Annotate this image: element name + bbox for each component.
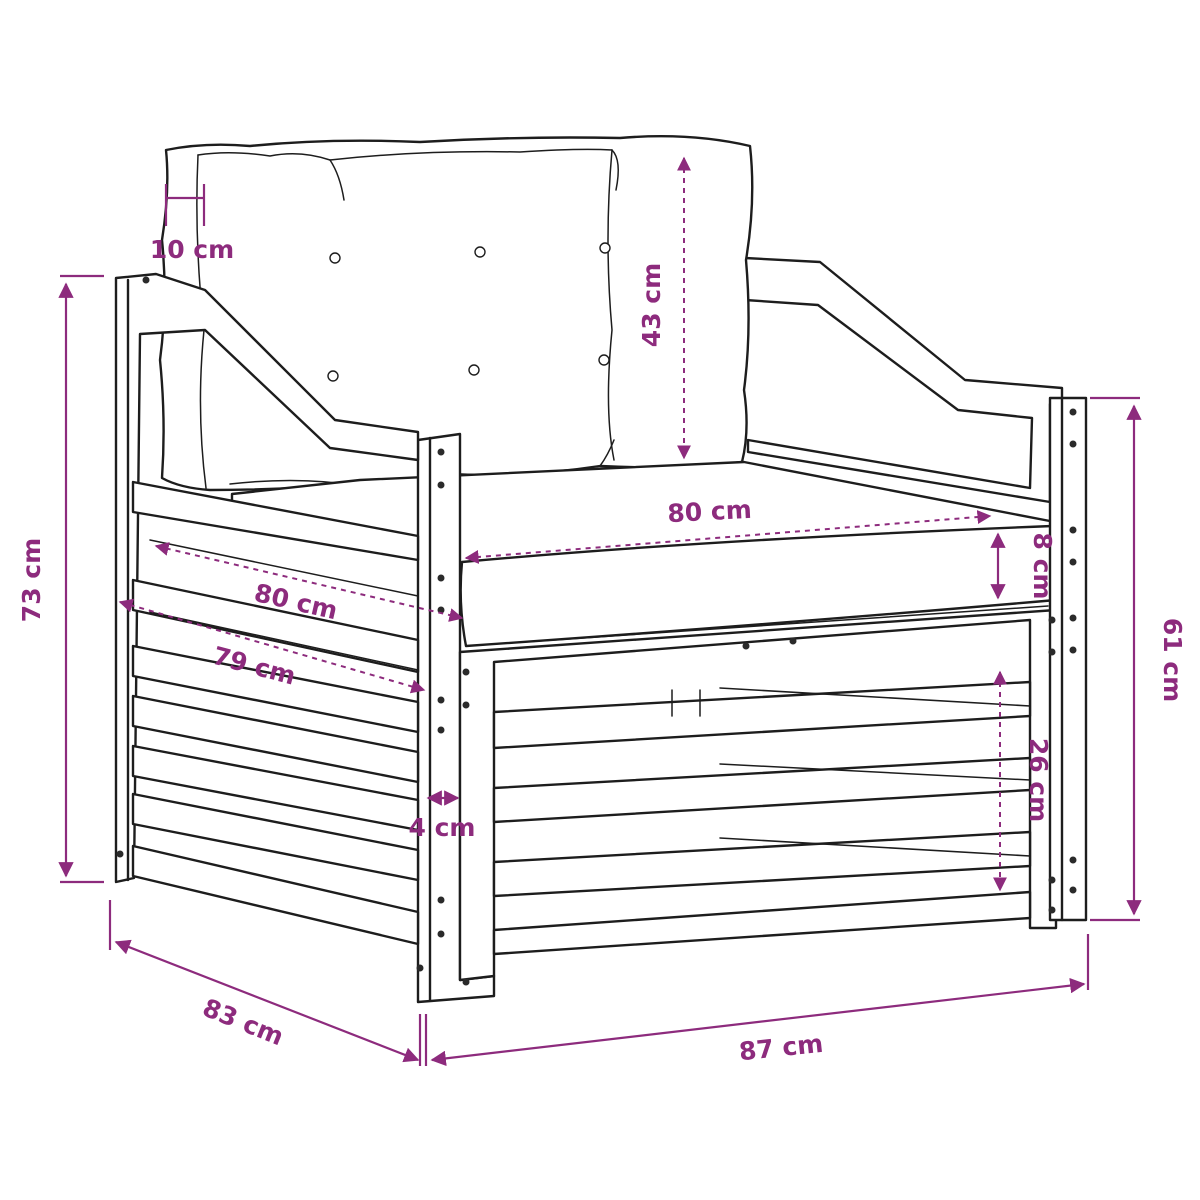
label-seat-thickness: 8 cm [1028, 533, 1057, 600]
dimension-lines [58, 156, 1142, 1067]
label-total-width: 87 cm [738, 1029, 825, 1067]
label-seat-width: 80 cm [667, 495, 753, 528]
right-front-post [1048, 396, 1088, 922]
left-armrest [114, 272, 420, 884]
right-armrest [743, 256, 1064, 504]
label-slat-height: 26 cm [1024, 738, 1053, 822]
label-armrest-width: 4 cm [409, 813, 476, 842]
label-back-height: 43 cm [637, 263, 666, 347]
label-total-depth: 83 cm [199, 993, 288, 1051]
label-total-height: 73 cm [17, 538, 46, 622]
chair-outline [114, 135, 1088, 1004]
label-side-height: 61 cm [1158, 618, 1187, 702]
label-cushion-thickness: 10 cm [150, 235, 234, 264]
front-slats [492, 680, 1032, 956]
